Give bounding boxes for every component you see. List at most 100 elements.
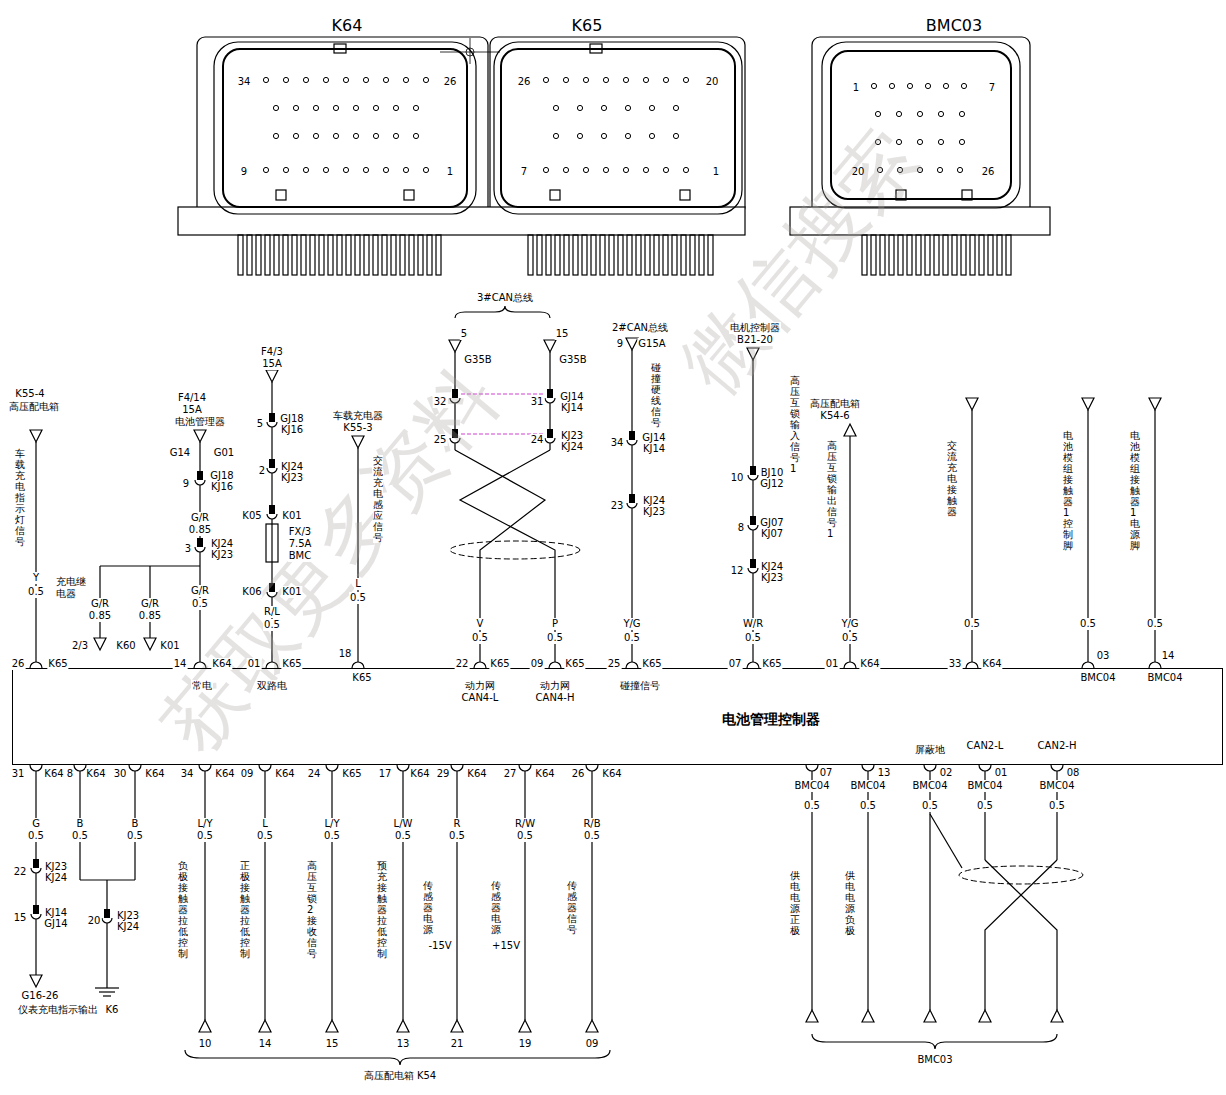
wire (106, 880, 107, 988)
wire-label: KJ07 (760, 528, 784, 540)
pin-hole (413, 133, 418, 138)
wire-label: 2 (258, 465, 266, 477)
signal-name: 负极接触器拉低控制 (178, 860, 188, 959)
wire-label: BMC04 (966, 780, 1003, 792)
wire-label: KJ14 (642, 443, 666, 455)
splice-connector (197, 471, 203, 480)
terminal-triangle (144, 638, 156, 650)
splice-connector (269, 505, 275, 514)
wire-label: KJ14 (560, 402, 584, 414)
terminal-triangle (30, 430, 42, 442)
wire-label: 26 (571, 768, 586, 780)
pin-hole (896, 111, 901, 116)
terminal-triangle (626, 338, 638, 350)
connector-terminal (699, 235, 704, 275)
connector-tab (276, 190, 286, 200)
pin-hole (563, 77, 568, 82)
connector-terminal (436, 235, 441, 275)
pin-hole (423, 77, 428, 82)
pin-circle (862, 765, 874, 771)
connector-name: BMC03 (926, 16, 982, 35)
wire-label: G/R (190, 585, 210, 597)
signal-name: 碰撞硬线信号 (651, 362, 661, 428)
pin-circle (259, 765, 271, 771)
wire-label: 3 (184, 543, 192, 555)
connector-terminal (337, 235, 342, 275)
wire-label: B21-20 (736, 334, 774, 346)
group-brace (185, 1050, 610, 1065)
wire-label: K64 (214, 768, 235, 780)
pin-circle (397, 765, 409, 771)
wire-label: CAN2-H (1037, 740, 1078, 752)
pin-hole (643, 77, 648, 82)
fuse-symbol (271, 524, 272, 562)
pin-hole (959, 111, 964, 116)
pin-hole (961, 83, 966, 88)
connector-terminal (528, 235, 533, 275)
connector-terminal (663, 235, 668, 275)
wire-label: R/L (263, 606, 281, 618)
wire-label: L/W (393, 818, 414, 830)
terminal-triangle (924, 1010, 936, 1022)
wire-label: 屏蔽地 (914, 744, 946, 756)
twisted-wire (985, 860, 1057, 1010)
wire-label: BMC04 (849, 780, 886, 792)
wire-label: 0.5 (27, 830, 45, 842)
pin-hole (601, 133, 606, 138)
connector-terminal (265, 235, 270, 275)
splice-connector (31, 914, 41, 919)
connector-terminal (247, 235, 252, 275)
wire-label: 09 (240, 768, 255, 780)
splice-connector (750, 559, 756, 568)
wire-label: 0.5 (1146, 618, 1164, 630)
ground-symbol (95, 987, 119, 988)
pin-number: 7 (521, 166, 527, 178)
pin-circle (924, 765, 936, 771)
wire-label: 31 (11, 768, 26, 780)
connector-name: K65 (572, 16, 603, 35)
wire-label: 7.5A (288, 538, 313, 550)
wire-label: G/R (190, 512, 210, 524)
wire-label: 0.5 (263, 619, 281, 631)
pin-circle (979, 765, 991, 771)
connector-housing: K64342691 (222, 48, 468, 208)
wire-label: 0.5 (516, 830, 534, 842)
pin-hole (603, 167, 608, 172)
pin-hole (293, 105, 298, 110)
connector-terminal (925, 235, 930, 275)
connector-terminal (690, 235, 695, 275)
wire-label: 0.5 (323, 830, 341, 842)
wire-label: K60 (115, 640, 136, 652)
wire-label: CAN2-L (966, 740, 1005, 752)
wire-label: 0.5 (963, 618, 981, 630)
terminal-triangle (844, 424, 856, 436)
pin-hole (663, 77, 668, 82)
connector-terminal (382, 235, 387, 275)
wire-label: 0.5 (71, 830, 89, 842)
connector-terminal (409, 235, 414, 275)
wire-label: 高压配电箱 (8, 401, 60, 413)
wire-label: GJ12 (759, 478, 784, 490)
signal-name: 传感器电源 (491, 880, 501, 935)
pin-hole (413, 105, 418, 110)
wire-label: K64 (85, 768, 106, 780)
wire-label: K65 (489, 658, 510, 670)
terminal-triangle (94, 638, 106, 650)
connector-terminal (880, 235, 885, 275)
wire-label: 3#CAN总线 (476, 292, 534, 304)
wire-label: 0.5 (803, 800, 821, 812)
pin-hole (943, 83, 948, 88)
wire-label: 33 (948, 658, 963, 670)
pin-hole (649, 105, 654, 110)
wire-label: 9 (616, 338, 624, 350)
wire-label: 0.5 (1048, 800, 1066, 812)
connector-terminal (645, 235, 650, 275)
pin-circle (74, 765, 86, 771)
connector-terminal (952, 235, 957, 275)
connector-terminal (256, 235, 261, 275)
terminal-triangle (259, 1020, 271, 1032)
pin-hole (363, 77, 368, 82)
terminal-triangle (326, 1020, 338, 1032)
splice-connector (547, 389, 553, 398)
